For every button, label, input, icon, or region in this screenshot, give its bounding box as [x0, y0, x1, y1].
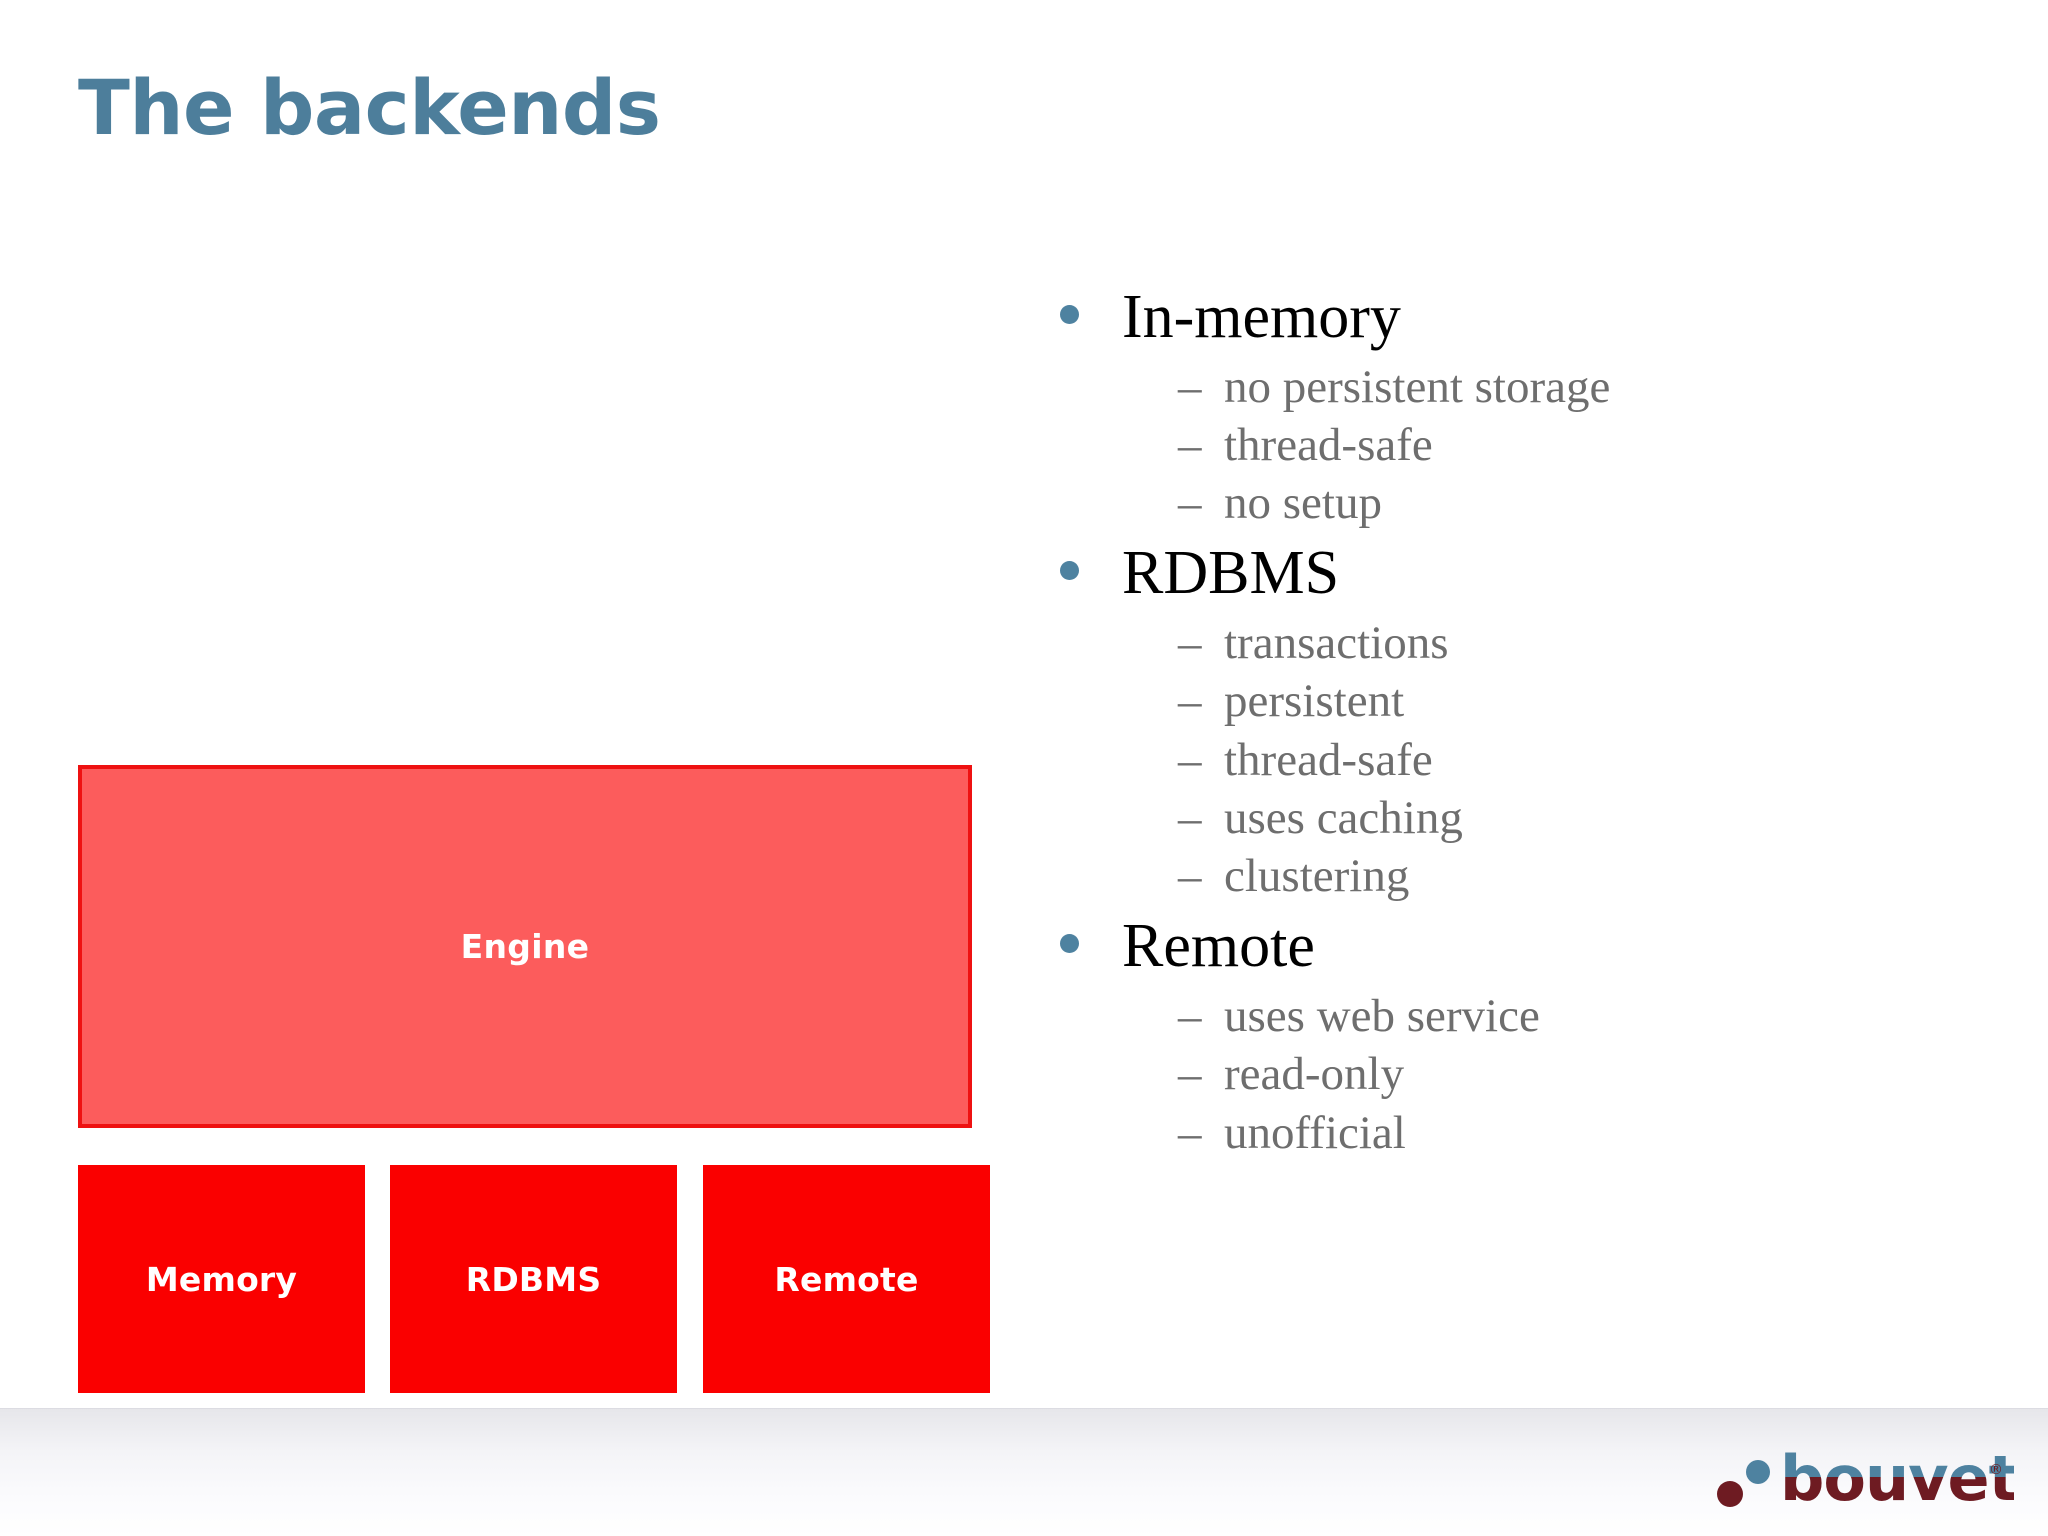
bouvet-logo: bouvet bouvet ®	[1714, 1438, 2014, 1516]
backend-box-row: Memory RDBMS Remote	[78, 1165, 990, 1399]
bullet-label: clustering	[1224, 850, 1410, 903]
bullet-dash-icon: –	[1178, 733, 1202, 786]
backend-box-rdbms: RDBMS	[390, 1165, 677, 1393]
bullet-list: In-memory – no persistent storage – thre…	[1060, 280, 1990, 1166]
registered-mark: ®	[1989, 1462, 2003, 1478]
bullet-label: no persistent storage	[1224, 360, 1611, 413]
bullet-item-level1: Remote	[1060, 909, 1990, 985]
bullet-dash-icon: –	[1178, 850, 1202, 903]
bullet-label: thread-safe	[1224, 733, 1433, 786]
bullet-dash-icon: –	[1178, 990, 1202, 1042]
bullet-label: thread-safe	[1224, 418, 1433, 471]
svg-text:bouvet: bouvet	[1780, 1442, 2014, 1515]
footer-band	[0, 1408, 2048, 1536]
bullet-dash-icon: –	[1178, 418, 1202, 471]
bullet-label: RDBMS	[1122, 539, 1340, 608]
bullet-label: transactions	[1224, 617, 1449, 670]
bullet-item-level2: – no persistent storage	[1178, 358, 1990, 416]
bullet-dash-icon: –	[1178, 1048, 1202, 1101]
bullet-group-remote: Remote – uses web service – read-only – …	[1060, 909, 1990, 1161]
logo-dot-lower-icon	[1717, 1481, 1743, 1507]
engine-box-label: Engine	[460, 927, 590, 966]
architecture-diagram: Engine Memory RDBMS Remote	[78, 765, 990, 1399]
bullet-item-level2: – clustering	[1178, 847, 1990, 905]
bullet-label: In-memory	[1122, 283, 1401, 351]
bullet-item-level2: – thread-safe	[1178, 416, 1990, 474]
page-title: The backends	[78, 63, 661, 152]
bullet-item-level2: – persistent	[1178, 672, 1990, 730]
bullet-item-level2: – uses web service	[1178, 987, 1990, 1045]
backend-box-label: Memory	[145, 1259, 298, 1299]
bullet-dash-icon: –	[1178, 791, 1202, 844]
bullet-dash-icon: –	[1178, 617, 1202, 670]
bullet-item-level1: In-memory	[1060, 280, 1990, 356]
bullet-item-level1: RDBMS	[1060, 536, 1990, 612]
bullet-label: uses web service	[1224, 990, 1540, 1042]
bullet-item-level2: – thread-safe	[1178, 731, 1990, 789]
engine-box: Engine	[78, 765, 972, 1128]
footer-divider	[0, 1408, 2048, 1409]
bullet-label: Remote	[1122, 912, 1315, 981]
bullet-group-in-memory: In-memory – no persistent storage – thre…	[1060, 280, 1990, 532]
logo-dot-upper-icon	[1746, 1460, 1770, 1484]
bullet-item-level2: – transactions	[1178, 614, 1990, 672]
bullet-label: no setup	[1224, 477, 1382, 530]
backend-box-memory: Memory	[78, 1165, 365, 1393]
bullet-label: read-only	[1224, 1048, 1405, 1101]
backend-box-remote: Remote	[703, 1165, 990, 1393]
bullet-item-level2: – no setup	[1178, 474, 1990, 532]
bullet-dot-icon	[1060, 934, 1079, 954]
bullet-group-rdbms: RDBMS – transactions – persistent – thre…	[1060, 536, 1990, 905]
bullet-item-level2: – unofficial	[1178, 1104, 1990, 1162]
bullet-dash-icon: –	[1178, 675, 1202, 728]
bullet-dot-icon	[1060, 561, 1079, 581]
backend-box-label: Remote	[774, 1259, 919, 1299]
bullet-item-level2: – read-only	[1178, 1045, 1990, 1103]
bullet-dash-icon: –	[1178, 477, 1202, 530]
bullet-label: persistent	[1224, 675, 1405, 728]
bullet-item-level2: – uses caching	[1178, 789, 1990, 847]
bullet-dot-icon	[1060, 305, 1079, 324]
svg-text:bouvet: bouvet	[1780, 1442, 2014, 1515]
backend-box-label: RDBMS	[465, 1259, 602, 1299]
bullet-dash-icon: –	[1178, 1106, 1202, 1159]
bullet-dash-icon: –	[1178, 360, 1202, 413]
bullet-label: unofficial	[1224, 1106, 1406, 1159]
bullet-label: uses caching	[1224, 791, 1463, 844]
